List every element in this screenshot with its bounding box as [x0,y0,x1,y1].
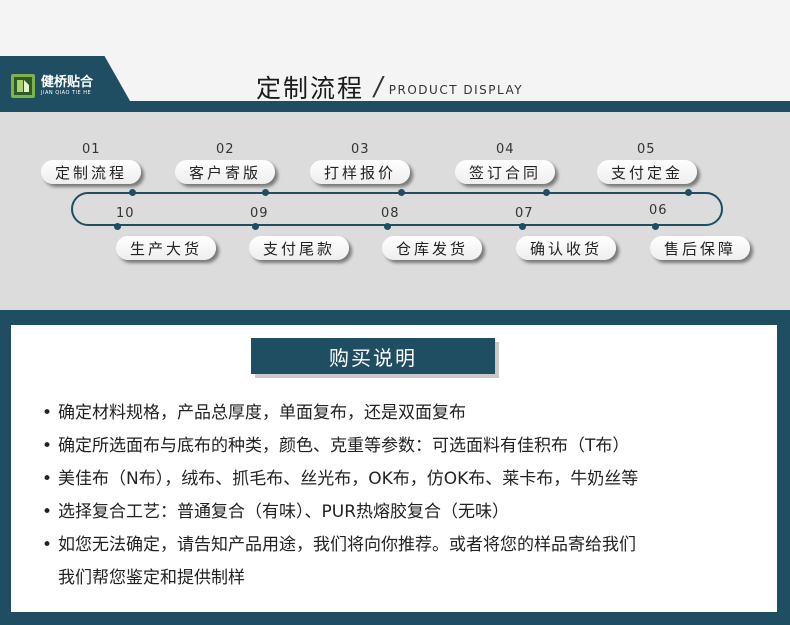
list-item: 确定材料规格，产品总厚度，单面复布，还是双面复布 [40,397,770,430]
brand-logo[interactable]: 健桥贴合 JIAN QIAO TIE HE [10,70,118,102]
step-number: 09 [250,206,269,221]
step-number: 07 [515,206,534,221]
brand-name-cn: 健桥贴合 [41,75,94,90]
list-item: 美佳布（N布），绒布、抓毛布、丝光布，OK布，仿OK布、莱卡布，牛奶丝等 [40,463,770,496]
step-9-dot [252,223,259,230]
brand-name-en: JIAN QIAO TIE HE [41,90,92,96]
list-item: 选择复合工艺：普通复合（有味）、PUR热熔胶复合（无味） [40,496,770,529]
step-2-dot [262,189,269,196]
process-flow-section [0,112,790,310]
step-9[interactable]: 支付尾款 [249,236,349,260]
step-10[interactable]: 生产大货 [116,236,216,260]
brand-logo-icon [11,74,35,98]
step-5[interactable]: 支付定金 [597,160,697,184]
step-7-dot [519,223,526,230]
list-item-text-continued: 我们帮您鉴定和提供制样 [58,568,245,588]
step-number: 05 [637,142,656,157]
step-number: 10 [116,206,135,221]
list-item-text: 确定所选面布与底布的种类，颜色、克重等参数：可选面料有佳积布（T布） [58,436,630,456]
step-8[interactable]: 仓库发货 [382,236,482,260]
title-separator: / [371,72,386,102]
step-5-dot [685,189,692,196]
page-title: 定制流程 / PRODUCT DISPLAY [256,70,523,104]
list-item: 如您无法确定，请告知产品用途，我们将向你推荐。或者将您的样品寄给我们 我们帮您鉴… [40,529,770,595]
list-item: 确定所选面布与底布的种类，颜色、克重等参数：可选面料有佳积布（T布） [40,430,770,463]
step-4-dot [543,189,550,196]
step-number: 08 [381,206,400,221]
step-6-dot [652,223,659,230]
step-3-dot [398,189,405,196]
step-3[interactable]: 打样报价 [310,160,410,184]
list-item-text: 美佳布（N布），绒布、抓毛布、丝光布，OK布，仿OK布、莱卡布，牛奶丝等 [58,469,639,489]
step-8-dot [384,223,391,230]
process-track [71,192,723,226]
step-number: 01 [82,142,101,157]
step-7[interactable]: 确认收货 [516,236,616,260]
step-1-dot [129,189,136,196]
header-divider-bar [0,101,790,112]
purchase-info-list: 确定材料规格，产品总厚度，单面复布，还是双面复布 确定所选面布与底布的种类，颜色… [40,397,770,595]
step-number: 03 [351,142,370,157]
step-2[interactable]: 客户寄版 [175,160,275,184]
step-4[interactable]: 签订合同 [455,160,555,184]
step-number: 04 [496,142,515,157]
list-item-text: 选择复合工艺：普通复合（有味）、PUR热熔胶复合（无味） [58,502,510,522]
step-number: 06 [649,203,668,218]
step-1[interactable]: 定制流程 [41,160,141,184]
page-title-en: PRODUCT DISPLAY [388,83,524,97]
step-6[interactable]: 售后保障 [650,236,750,260]
brand-text: 健桥贴合 JIAN QIAO TIE HE [41,75,93,97]
header [0,0,790,112]
page-title-cn: 定制流程 [256,74,365,103]
step-number: 02 [216,142,235,157]
list-item-text: 如您无法确定，请告知产品用途，我们将向你推荐。或者将您的样品寄给我们 [58,535,636,555]
list-item-text: 确定材料规格，产品总厚度，单面复布，还是双面复布 [58,403,466,423]
purchase-info-title: 购买说明 [251,338,495,374]
step-10-dot [114,223,121,230]
